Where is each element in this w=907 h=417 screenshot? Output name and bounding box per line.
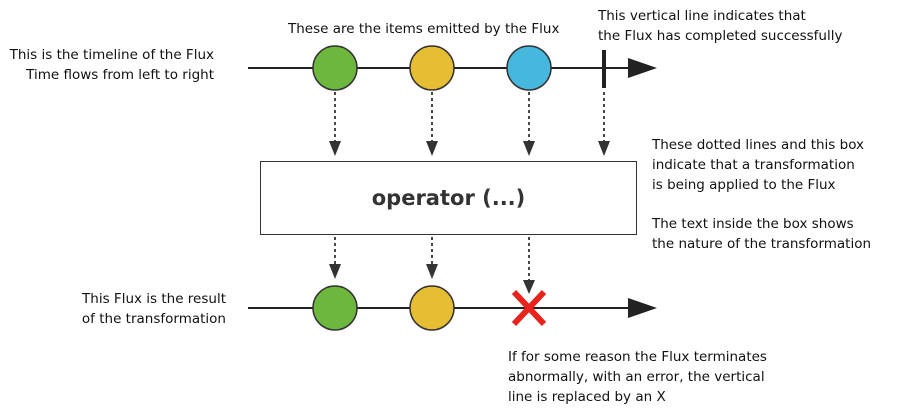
timeline-annotation-line-2: Time flows from left to right: [26, 67, 214, 83]
operator-label: operator (...): [371, 186, 526, 210]
result-annotation: This Flux is the result of the transform…: [4, 289, 226, 329]
dotted-arrowhead-in-2: [426, 141, 438, 156]
error-annotation-line-3: line is replaced by an X: [508, 389, 666, 405]
top-marble-green: [312, 45, 358, 91]
operator-text-annotation-line-2: the nature of the transformation: [652, 236, 872, 252]
error-annotation: If for some reason the Flux terminates a…: [508, 347, 767, 407]
error-annotation-line-2: abnormally, with an error, the vertical: [508, 369, 765, 385]
result-marble-green: [312, 285, 358, 331]
error-annotation-line-1: If for some reason the Flux terminates: [508, 349, 767, 365]
dotted-arrowhead-in-1: [329, 141, 341, 156]
top-marble-blue: [506, 45, 552, 91]
operator-text-annotation: The text inside the box shows the nature…: [652, 214, 871, 254]
result-marble-yellow: [409, 285, 455, 331]
completion-annotation: This vertical line indicates that the Fl…: [598, 6, 842, 46]
operator-box: operator (...): [260, 161, 637, 235]
operator-annotation-line-1: These dotted lines and this box: [652, 137, 865, 153]
dotted-arrowhead-in-4: [598, 141, 610, 156]
timeline-annotation: This is the timeline of the Flux Time fl…: [4, 45, 214, 85]
completion-annotation-line-2: the Flux has completed successfully: [598, 28, 843, 44]
top-timeline-arrowhead: [628, 58, 657, 78]
completion-annotation-line-1: This vertical line indicates that: [598, 8, 806, 24]
dotted-arrowhead-out-1: [329, 264, 341, 279]
operator-annotation-line-2: indicate that a transformation: [652, 157, 855, 173]
dotted-arrowhead-in-3: [523, 141, 535, 156]
top-marble-yellow: [409, 45, 455, 91]
operator-annotation: These dotted lines and this box indicate…: [652, 135, 864, 195]
result-annotation-line-1: This Flux is the result: [82, 291, 226, 307]
operator-annotation-line-3: is being applied to the Flux: [652, 177, 836, 193]
result-timeline-arrowhead: [628, 298, 657, 318]
items-annotation: These are the items emitted by the Flux: [288, 19, 559, 39]
dotted-arrowhead-out-2: [426, 264, 438, 279]
result-annotation-line-2: of the transformation: [81, 311, 226, 327]
dotted-arrowhead-out-3: [523, 280, 535, 294]
items-annotation-line: These are the items emitted by the Flux: [288, 21, 560, 37]
operator-text-annotation-line-1: The text inside the box shows: [652, 216, 854, 232]
timeline-annotation-line-1: This is the timeline of the Flux: [9, 47, 214, 63]
error-x-icon: [511, 289, 547, 327]
